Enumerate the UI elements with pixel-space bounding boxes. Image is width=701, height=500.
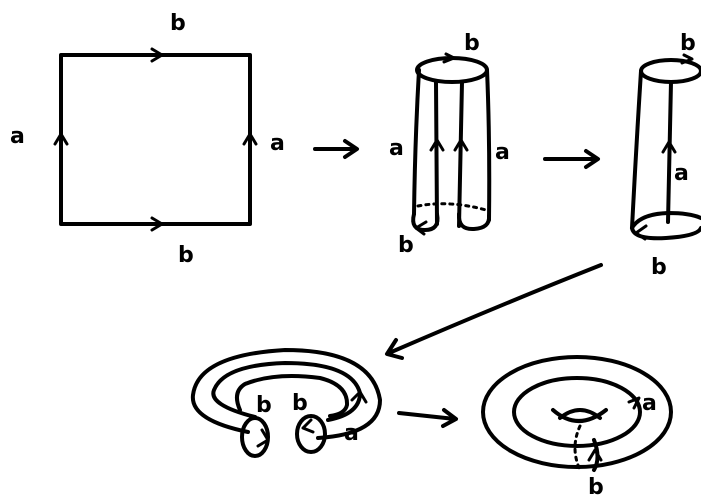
tubes-inner-left — [434, 80, 439, 226]
torus-hole-upper — [558, 408, 602, 420]
torus-a-loop — [512, 376, 642, 448]
bent-right-arrow — [301, 418, 315, 434]
bent-outer-arc — [190, 348, 382, 440]
tubes-top-ellipse — [415, 56, 489, 84]
tubes-right-arrow — [453, 138, 469, 152]
square-left-arrow — [53, 132, 69, 146]
torus-stage: a b — [481, 355, 673, 500]
arrow-cylinder-to-bent — [385, 263, 603, 360]
tubes-bottom-back-dashed — [416, 202, 488, 212]
bent-a-arrow — [350, 390, 368, 404]
tubes-right-label: a — [495, 140, 510, 165]
square — [59, 53, 252, 226]
bent-cylinder-stage: b b a — [190, 348, 382, 458]
square-right-label: a — [270, 131, 285, 156]
cylinder-stage: b a b — [630, 31, 701, 280]
cylinder-seam-arrow — [661, 140, 677, 154]
cylinder-side-label: a — [674, 161, 689, 186]
square-stage: b a a b — [10, 11, 285, 268]
torus-b-label: b — [588, 475, 604, 500]
bent-middle-arc — [211, 361, 362, 422]
bent-b-right-label: b — [292, 391, 308, 416]
tubes-left-arrow — [429, 138, 445, 152]
bent-b-left-label: b — [256, 393, 272, 418]
torus-outer — [481, 355, 673, 469]
tubes-left-label: a — [389, 136, 404, 161]
bent-left-arrow — [256, 428, 270, 448]
square-right-arrow — [242, 132, 258, 146]
bent-a-label: a — [344, 421, 359, 446]
torus-a-label: a — [642, 391, 657, 416]
cylinder-bottom-label: b — [651, 255, 667, 280]
tubes-outer-right — [485, 68, 492, 222]
torus-a-arrow — [627, 396, 641, 410]
torus-b-arrow — [587, 448, 603, 462]
tubes-inner-right — [457, 80, 464, 228]
square-bottom-arrow — [150, 216, 164, 232]
tubes-outer-left — [412, 68, 421, 216]
square-top-arrow — [150, 47, 164, 63]
cylinder-top-arrow — [680, 53, 694, 65]
bent-left-end — [240, 416, 270, 458]
cylinder-seam — [666, 80, 673, 224]
cylinder-top-label: b — [680, 31, 696, 56]
tubes-bottom-arrow — [414, 220, 428, 236]
tubes-bottom-left-arc — [411, 212, 440, 232]
cylinder-left-side — [630, 69, 643, 230]
arrow-square-to-tubes — [313, 139, 359, 159]
tubes-top-label: b — [464, 31, 480, 56]
cylinder-top-ellipse — [639, 58, 701, 84]
torus-hole-lower — [551, 408, 608, 423]
bent-right-end — [295, 414, 327, 454]
tubes-bottom-right-arc — [456, 212, 492, 232]
square-top-label: b — [170, 11, 186, 36]
arrow-bent-to-torus — [397, 408, 458, 428]
tubes-bottom-label: b — [398, 233, 414, 258]
square-bottom-label: b — [178, 243, 194, 268]
cylinder-bottom-arrow — [634, 224, 648, 241]
tubes-top-arrow — [442, 52, 456, 64]
square-left-label: a — [10, 124, 25, 149]
tubes-stage: b a a b — [389, 31, 510, 258]
arrow-tubes-to-cylinder — [543, 149, 600, 169]
torus-b-loop-back — [573, 424, 582, 472]
bent-inner-arc — [234, 374, 350, 418]
